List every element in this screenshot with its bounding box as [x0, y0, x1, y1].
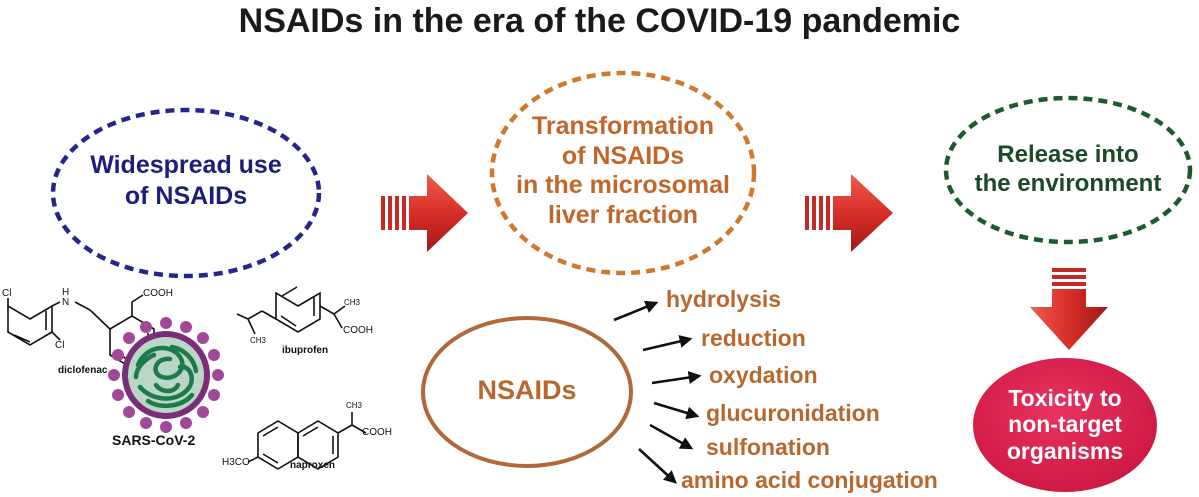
- transformation-line-2: of NSAIDs: [561, 141, 685, 170]
- diclofenac-cl-top: Cl: [2, 288, 12, 299]
- ibuprofen-cooh: COOH: [343, 325, 373, 336]
- transformation-line-3: in the microsomal: [516, 171, 730, 199]
- naproxen-ch3: CH3: [346, 401, 363, 410]
- diclofenac-name: diclofenac: [58, 365, 108, 376]
- transformation-line-1: Transformation: [532, 112, 714, 140]
- diclofenac-h: H: [62, 287, 70, 298]
- release-label: Release into the environment: [962, 140, 1174, 199]
- transformation-label: Transformation of NSAIDs in the microsom…: [500, 112, 746, 230]
- toxicity-line-1: Toxicity to: [1008, 385, 1122, 411]
- process-glucuronidation: glucuronidation: [706, 400, 880, 426]
- release-oval: [943, 95, 1193, 245]
- process-arrows: [613, 300, 702, 484]
- process-amino-acid-conjugation: amino acid conjugation: [681, 467, 938, 493]
- diclofenac-n: N: [62, 297, 70, 308]
- ibuprofen-structure: [236, 286, 346, 335]
- ibuprofen-ch3-bottom: CH3: [250, 336, 267, 345]
- naproxen-name: naproxen: [290, 460, 336, 471]
- ibuprofen-name: ibuprofen: [282, 345, 329, 356]
- toxicity-label: Toxicity to non-target organisms: [980, 385, 1150, 464]
- virus-illustration: [108, 317, 224, 433]
- widespread-line-1: Widespread use: [90, 151, 282, 179]
- toxicity-circle: [971, 356, 1159, 494]
- process-reduction: reduction: [701, 325, 806, 351]
- release-line-2: the environment: [974, 170, 1162, 198]
- process-sulfonation: sulfonation: [706, 434, 830, 460]
- toxicity-line-3: organisms: [1006, 437, 1124, 464]
- page-title: NSAIDs in the era of the COVID-19 pandem…: [238, 2, 961, 40]
- flow-arrow-1: [381, 174, 468, 252]
- process-hydrolysis: hydrolysis: [666, 286, 782, 312]
- virus-label: SARS-CoV-2: [112, 432, 196, 448]
- toxicity-line-2: non-target: [1008, 411, 1122, 438]
- naproxen-cooh: COOH: [362, 427, 392, 438]
- nsaids-oval: [421, 316, 633, 468]
- flow-arrow-down: [1030, 268, 1108, 350]
- transformation-oval: [489, 70, 757, 276]
- widespread-line-2: of NSAIDs: [124, 181, 248, 210]
- nsaids-label: NSAIDs: [477, 375, 577, 405]
- release-line-1: Release into: [997, 141, 1139, 168]
- ibuprofen-ch3-top: CH3: [344, 298, 361, 307]
- transformation-line-4: liver fraction: [547, 200, 699, 229]
- process-oxydation: oxydation: [709, 362, 818, 388]
- flow-arrow-2: [805, 174, 893, 252]
- diclofenac-cl-bottom: Cl: [55, 340, 65, 351]
- naproxen-structure: [247, 412, 367, 470]
- widespread-use-label: Widespread use of NSAIDs: [70, 150, 302, 211]
- widespread-use-oval: [50, 107, 322, 279]
- diclofenac-cooh: COOH: [143, 288, 173, 299]
- naproxen-h3co: H3CO: [222, 457, 250, 468]
